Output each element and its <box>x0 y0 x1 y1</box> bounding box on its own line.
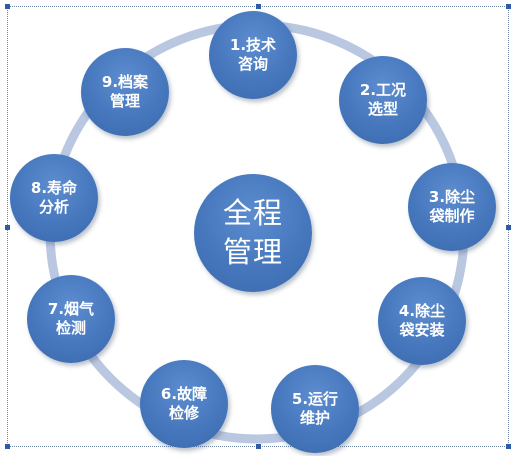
resize-handle-middle-right[interactable] <box>506 225 511 230</box>
node-7-flue-gas-testing[interactable]: 7.烟气 检测 <box>27 275 115 363</box>
node-3-bag-making[interactable]: 3.除尘 袋制作 <box>408 163 496 251</box>
node-label: 6.故障 <box>160 385 208 404</box>
resize-handle-top-middle[interactable] <box>256 4 261 9</box>
node-label: 9.档案 <box>101 73 149 92</box>
node-label: 8.寿命 <box>30 179 78 198</box>
node-label: 维护 <box>299 409 330 427</box>
node-label: 选型 <box>367 100 398 118</box>
node-label: 检测 <box>55 319 86 337</box>
node-4-bag-installation[interactable]: 4.除尘 袋安装 <box>378 277 466 365</box>
node-label: 4.除尘 <box>398 302 446 321</box>
node-label: 袋安装 <box>399 321 445 339</box>
node-1-consulting[interactable]: 1.技术 咨询 <box>209 11 297 99</box>
node-label: 咨询 <box>237 55 268 73</box>
resize-handle-bottom-middle[interactable] <box>256 444 261 449</box>
node-6-fault-repair[interactable]: 6.故障 检修 <box>140 360 228 448</box>
resize-handle-middle-left[interactable] <box>5 225 10 230</box>
node-8-lifetime-analysis[interactable]: 8.寿命 分析 <box>10 154 98 242</box>
node-label: 3.除尘 <box>428 188 476 207</box>
node-9-archive-management[interactable]: 9.档案 管理 <box>81 48 169 136</box>
center-line-1: 全程 <box>222 195 283 230</box>
node-2-selection[interactable]: 2.工况 选型 <box>339 56 427 144</box>
resize-handle-top-left[interactable] <box>5 4 10 9</box>
node-label: 7.烟气 <box>47 300 95 319</box>
resize-handle-top-right[interactable] <box>506 4 511 9</box>
node-label: 检修 <box>168 404 199 422</box>
resize-handle-bottom-right[interactable] <box>506 444 511 449</box>
center-line-2: 管理 <box>222 235 283 269</box>
node-label: 1.技术 <box>229 36 277 55</box>
center-node[interactable]: 全程 管理 <box>194 174 312 292</box>
node-label: 5.运行 <box>291 390 339 409</box>
node-label: 管理 <box>109 92 140 110</box>
node-label: 2.工况 <box>359 81 407 100</box>
node-label: 袋制作 <box>429 207 475 225</box>
node-5-operation-maintenance[interactable]: 5.运行 维护 <box>271 365 359 453</box>
node-label: 分析 <box>38 198 69 216</box>
resize-handle-bottom-left[interactable] <box>5 444 10 449</box>
